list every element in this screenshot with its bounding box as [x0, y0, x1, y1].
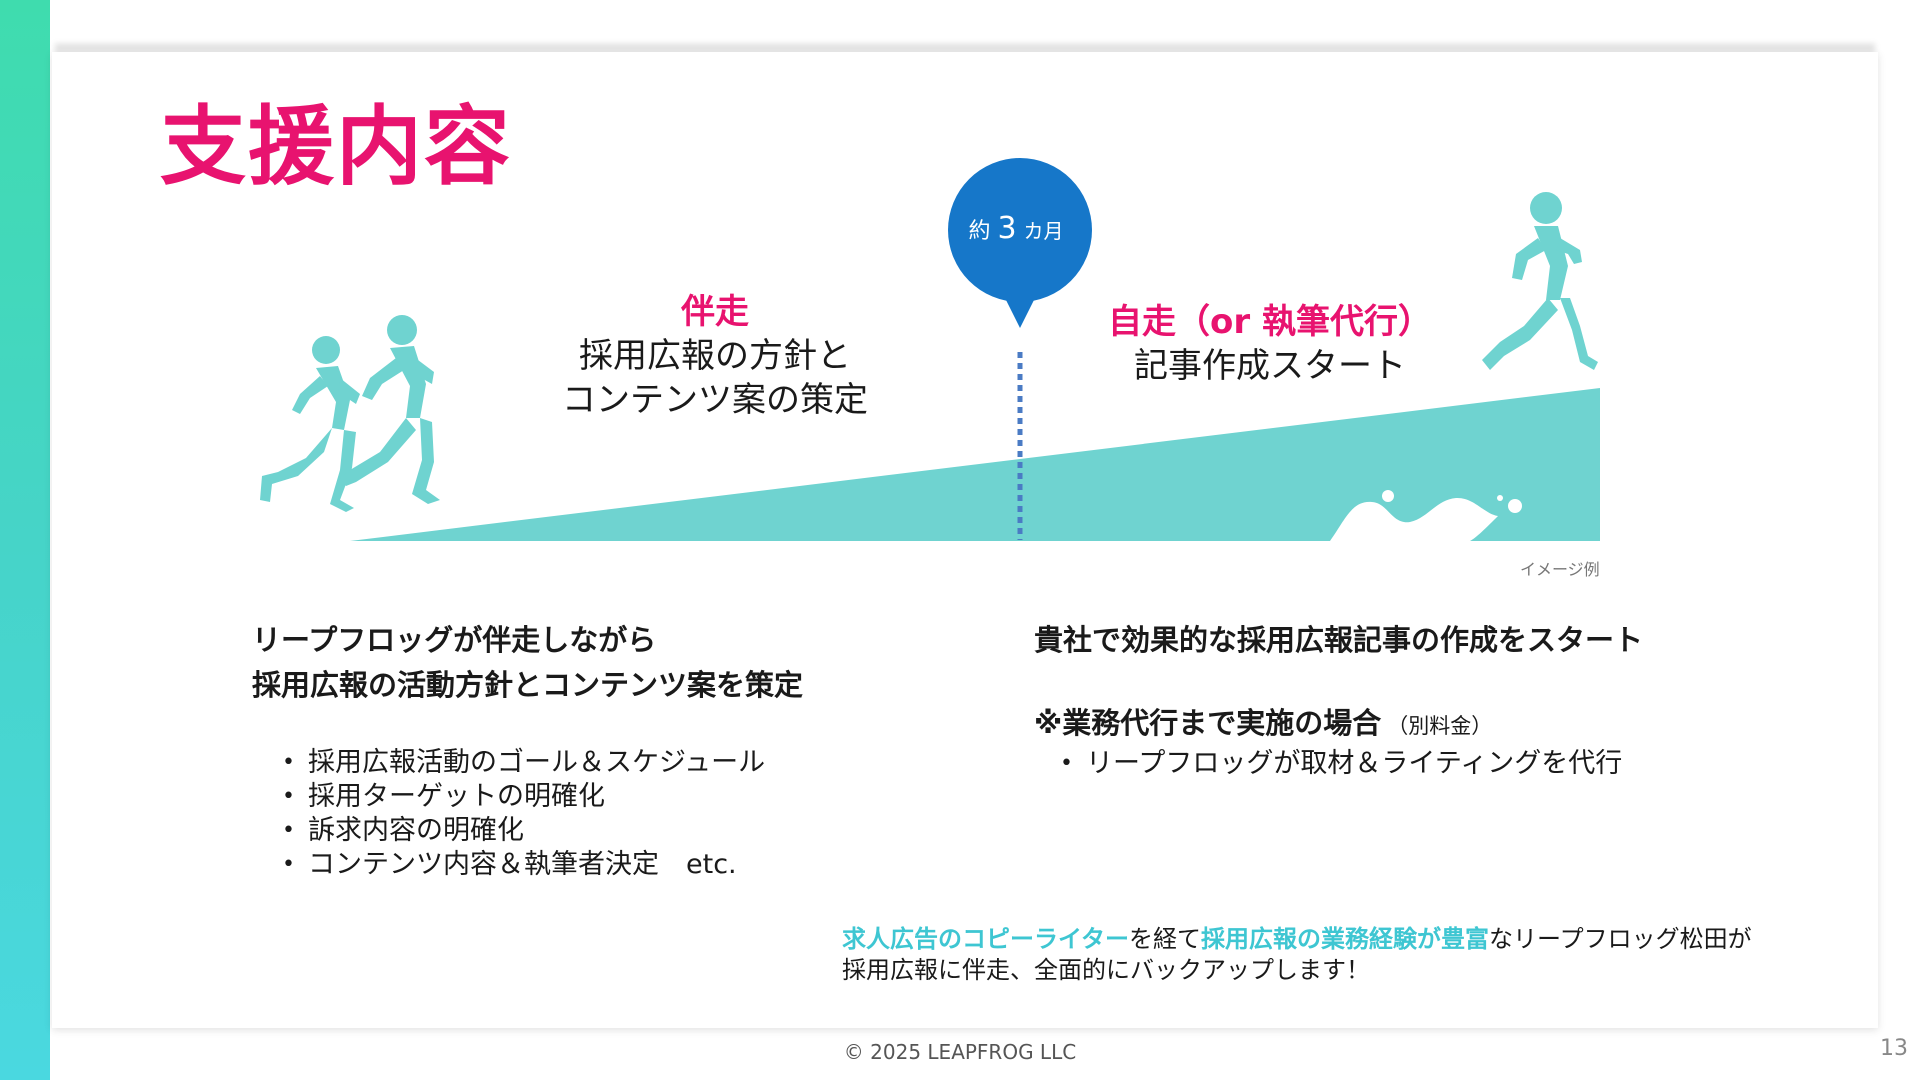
growth-slope	[350, 388, 1600, 541]
note-extra-fee: （別料金）	[1387, 714, 1493, 738]
phase-heading: 伴走	[681, 292, 749, 332]
list-item: コンテンツ内容＆執筆者決定 etc.	[280, 848, 972, 882]
outsourcing-bullet-list: リープフロッグが取材＆ライティングを代行	[1058, 747, 1794, 781]
phase-heading: 自走（or 執筆代行）	[1108, 302, 1432, 342]
splash-drop	[1497, 495, 1503, 501]
phase-line: 採用広報の方針と	[579, 336, 851, 376]
image-example-note: イメージ例	[1520, 560, 1600, 579]
pin-unit: カ月	[1023, 219, 1064, 243]
slide-title: 支援内容	[160, 97, 512, 197]
pin-number: 3	[997, 211, 1017, 246]
splash-drop	[1382, 490, 1394, 502]
page-number: 13	[1880, 1036, 1908, 1061]
copyright-footer: © 2025 LEAPFROG LLC	[843, 1040, 1077, 1064]
list-item: 採用広報活動のゴール＆スケジュール	[280, 746, 972, 780]
message-text: を経て	[1129, 925, 1202, 953]
highlight-text: 採用広報の業務経験が豊富	[1201, 925, 1490, 953]
phase-self-run: 自走（or 執筆代行） 記事作成スタート	[1080, 300, 1460, 388]
section-heading: 貴社で効果的な採用広報記事の作成をスタート	[1034, 623, 1644, 657]
note-heading: ※業務代行まで実施の場合	[1034, 706, 1382, 740]
outsourcing-note: ※業務代行まで実施の場合（別料金）	[1034, 701, 1794, 749]
left-accent-bar	[0, 0, 50, 1080]
milestone-pin-circle	[948, 158, 1092, 302]
runner-icon	[340, 315, 440, 504]
message-text: なリープフロッグ松田が	[1489, 925, 1752, 953]
section-heading: 採用広報の活動方針とコンテンツ案を策定	[252, 668, 804, 702]
section-heading: リープフロッグが伴走しながら	[252, 623, 657, 657]
splash-drop	[1508, 499, 1522, 513]
list-item: 採用ターゲットの明確化	[280, 780, 972, 814]
pin-prefix: 約	[968, 219, 991, 244]
splash-drop	[1375, 506, 1385, 516]
list-item: 訴求内容の明確化	[280, 814, 972, 848]
self-run-description: 貴社で効果的な採用広報記事の作成をスタート ※業務代行まで実施の場合（別料金） …	[1034, 618, 1794, 781]
milestone-pin	[1006, 300, 1034, 328]
message-text: 採用広報に伴走、全面的にバックアップします！	[842, 956, 1370, 984]
milestone-pin-label: 約 3 カ月	[946, 208, 1086, 253]
runner-icon	[260, 336, 360, 512]
phase-line: 記事作成スタート	[1134, 346, 1406, 386]
phase-accompany: 伴走 採用広報の方針と コンテンツ案の策定	[520, 290, 910, 422]
support-message: 求人広告のコピーライターを経て採用広報の業務経験が豊富なリープフロッグ松田が 採…	[842, 924, 1842, 986]
accompany-bullet-list: 採用広報活動のゴール＆スケジュール 採用ターゲットの明確化 訴求内容の明確化 コ…	[280, 746, 972, 882]
list-item: リープフロッグが取材＆ライティングを代行	[1058, 747, 1794, 781]
runner-icon	[1482, 192, 1598, 370]
phase-line: コンテンツ案の策定	[562, 380, 868, 420]
accompany-description: リープフロッグが伴走しながら 採用広報の活動方針とコンテンツ案を策定 採用広報活…	[252, 618, 972, 882]
highlight-text: 求人広告のコピーライター	[842, 925, 1130, 953]
splash-cutout	[1330, 497, 1498, 541]
